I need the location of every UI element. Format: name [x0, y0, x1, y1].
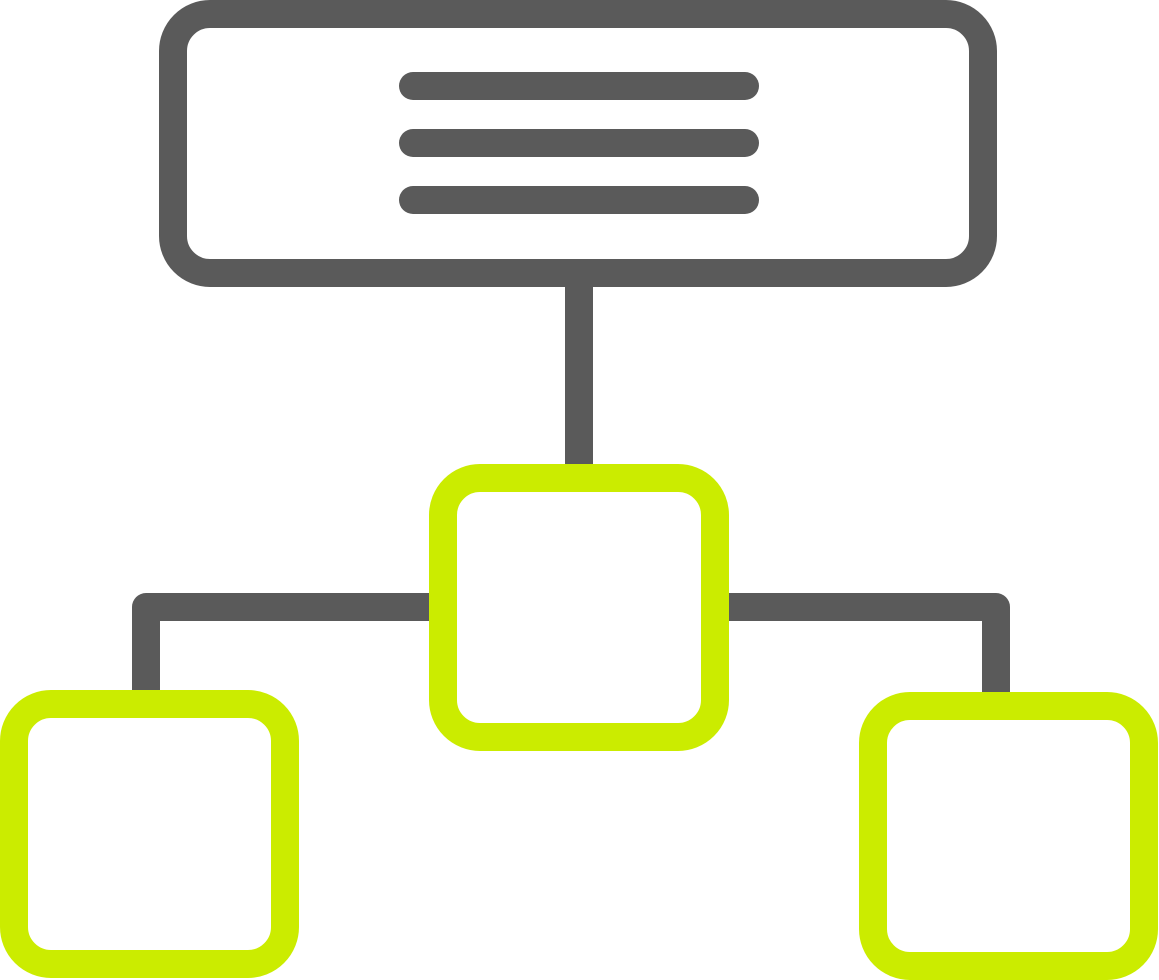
child-node-left [0, 690, 299, 978]
connector-center-to-right [715, 593, 1010, 706]
child-node-center [429, 464, 729, 751]
connector-center-to-left [132, 593, 443, 704]
child-node-right [859, 692, 1158, 980]
